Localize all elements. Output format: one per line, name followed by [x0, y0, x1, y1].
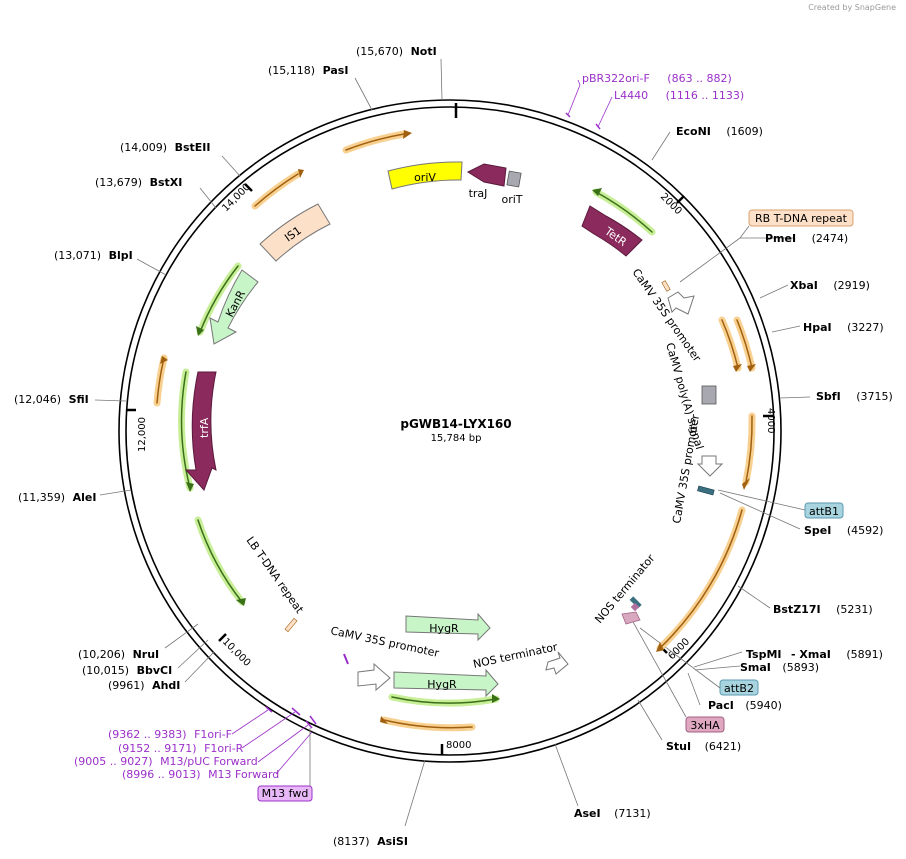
hygr2-label: HygR [427, 678, 457, 691]
tick-marks [126, 183, 773, 754]
oriv-feature [387, 161, 463, 190]
camv35s-promoter-arrow-top [667, 291, 695, 315]
trfa-label: trfA [198, 417, 211, 438]
site-bstz17i: BstZ17I (5231) [773, 603, 873, 616]
rb-tdna-box [748, 209, 854, 227]
hygr1-label: HygR [429, 622, 459, 635]
orange-arrows [153, 130, 756, 732]
trfa-feature [184, 371, 217, 491]
site-asei: AseI (7131) [574, 807, 651, 820]
tick-label: 12,000 [137, 417, 148, 452]
site-smai: SmaI (5893) [740, 661, 819, 674]
plasmid-name: pGWB14-LYX160 [400, 417, 511, 431]
site-sfii: (12,046) SfiI [14, 393, 89, 406]
primer-mark-camv [343, 653, 349, 665]
site-bstxi: (13,679) BstXI [95, 176, 182, 189]
site-sbfi: SbfI (3715) [816, 390, 893, 403]
hygr1-feature [405, 612, 491, 642]
site-bbvci: (10,015) BbvCI [82, 664, 172, 677]
primer-f1ori-r: (9152 .. 9171) F1ori-R [118, 742, 244, 755]
attb2-leader [639, 627, 721, 689]
camv35s-promoter-arrow-bottom [357, 662, 391, 692]
backbone-outer [118, 99, 782, 763]
ha3x-leader [631, 619, 687, 718]
m13fwd-box-label: M13 fwd [262, 787, 309, 800]
is1-feature [259, 203, 331, 262]
site-pmei: PmeI (2474) [765, 232, 848, 245]
rb-tdna-mark [661, 280, 671, 292]
primer-m13-puc-forward: (9005 .. 9027) M13/pUC Forward [74, 755, 258, 768]
lb-tdna-mark [284, 617, 298, 633]
primer-marks [265, 112, 601, 729]
kanr-feature [209, 269, 259, 345]
site-xbai: XbaI (2919) [790, 279, 870, 292]
orange-arrowheads [160, 130, 756, 724]
site-leader-lines [94, 58, 811, 827]
site-nrui: (10,206) NruI [78, 648, 159, 661]
site-hpai: HpaI (3227) [803, 321, 884, 334]
traj-feature [466, 163, 507, 187]
attb1-leader [717, 489, 806, 511]
tick-label: 2000 [658, 191, 684, 217]
rb-tdna-label: RB T-DNA repeat [755, 212, 848, 225]
orit-label: oriT [501, 193, 522, 206]
lb-tdna-label: LB T-DNA repeat [244, 534, 307, 616]
ha3x-box [685, 716, 725, 733]
site-tspmi: TspMI - XmaI (5891) [746, 648, 883, 661]
hygr2-feature [393, 668, 499, 698]
site-ahdi: (9961) AhdI [108, 679, 180, 692]
orit-feature [506, 170, 522, 188]
primer-f1ori-f: (9362 .. 9383) F1ori-F [108, 728, 232, 741]
site-blpi: (13,071) BlpI [54, 249, 133, 262]
camv35s-promoter-arrow-right [696, 455, 724, 477]
nos-terminator-arrow-bottom [545, 651, 569, 675]
attb1-box [804, 502, 844, 519]
primer-m13-forward: (8996 .. 9013) M13 Forward [122, 768, 279, 781]
attb1-label: attB1 [809, 505, 839, 518]
primer-l4440: L4440 (1116 .. 1133) [614, 89, 744, 102]
site-asisi: (8137) AsiSI [333, 835, 408, 848]
camv-polya-feature [701, 385, 717, 405]
primer-leader-lines [231, 79, 613, 775]
site-bsteii: (14,009) BstEII [120, 141, 210, 154]
nos-terminator-bottom-label: NOS terminator [472, 640, 559, 671]
traj-label: traJ [469, 187, 488, 200]
site-noti: (15,670) NotI [356, 45, 437, 58]
ha3x-marker [630, 602, 640, 612]
oriv-label: oriV [414, 171, 436, 184]
tick-label: 8000 [446, 740, 471, 751]
primer-pbr322ori-f: pBR322ori-F (863 .. 882) [582, 72, 732, 85]
tick-label: 4000 [765, 408, 776, 433]
site-alei: (11,359) AleI [18, 491, 96, 504]
tetr-feature [581, 205, 643, 257]
site-paci: PacI (5940) [708, 699, 782, 712]
ha3x-label: 3xHA [690, 719, 720, 732]
green-arrowheads [186, 188, 602, 703]
attb2-marker [629, 596, 642, 609]
m13fwd-box [257, 785, 313, 802]
rb-tdna-leader [739, 225, 750, 239]
credit-text: Created by SnapGene [808, 3, 896, 12]
site-econi: EcoNI (1609) [676, 125, 763, 138]
site-stui: StuI (6421) [666, 740, 741, 753]
site-pasi: (15,118) PasI [268, 64, 348, 77]
attb2-label: attB2 [724, 682, 754, 695]
nos-terminator-marker-right [621, 611, 641, 625]
plasmid-size: 15,784 bp [431, 433, 482, 444]
attb1-marker [697, 485, 715, 496]
backbone-inner [125, 106, 775, 756]
camv35s-promoter-right-label: CaMV 35S promoter [670, 413, 702, 525]
site-spei: SpeI (4592) [804, 524, 883, 537]
